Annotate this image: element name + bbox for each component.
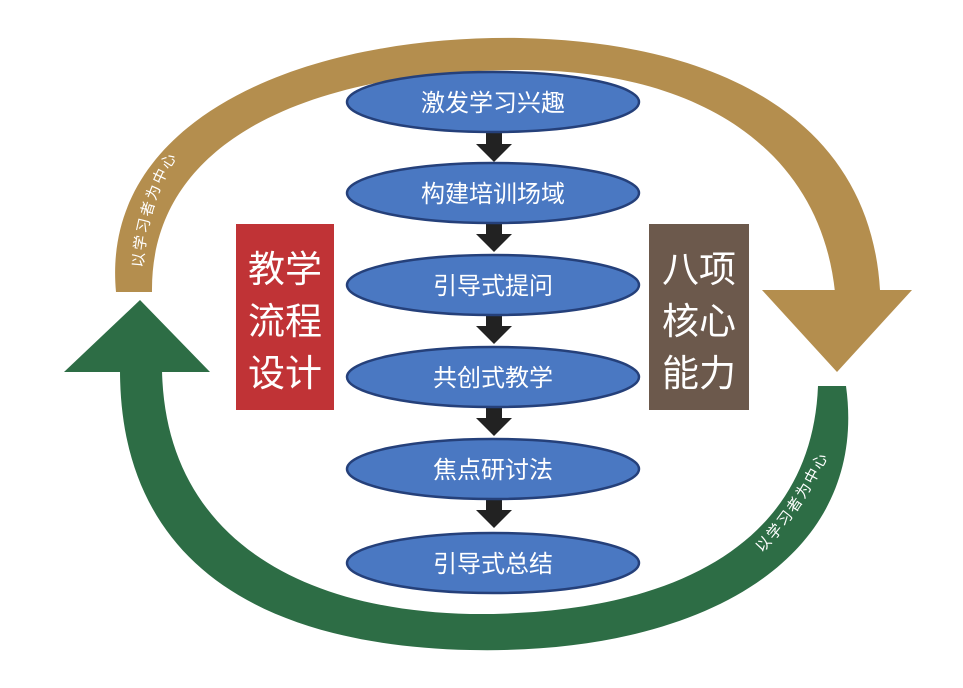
step-label: 激发学习兴趣 [421,89,565,117]
right-box-bg [649,224,749,410]
process-flow: 激发学习兴趣 构建培训场域 引导式提问 共创式教学 焦点研讨法 引导式总结 [345,70,641,595]
step-label: 引导式提问 [433,272,553,300]
step-label: 构建培训场域 [421,180,565,208]
left-box: 教学 流程 设计 [236,224,334,410]
step-node: 激发学习兴趣 [345,70,641,134]
step-node: 焦点研讨法 [345,437,641,501]
bottom-arrow-head [64,300,210,372]
left-box-bg [236,224,334,410]
left-box-line: 教学 [248,248,322,291]
step-label: 焦点研讨法 [433,456,553,484]
right-box: 八项 核心 能力 [649,224,749,410]
top-arc-band [115,37,880,292]
right-box-line: 能力 [662,352,736,395]
top-arrow-head [762,290,912,372]
step-label: 引导式总结 [433,550,553,578]
left-box-line: 设计 [248,352,322,395]
step-node: 引导式总结 [345,531,641,595]
step-label: 共创式教学 [433,364,553,392]
right-box-line: 核心 [662,300,736,343]
step-node: 引导式提问 [345,253,641,317]
step-node: 构建培训场域 [345,161,641,225]
step-node: 共创式教学 [345,345,641,409]
right-box-line: 八项 [662,248,736,291]
left-box-line: 流程 [248,300,322,343]
